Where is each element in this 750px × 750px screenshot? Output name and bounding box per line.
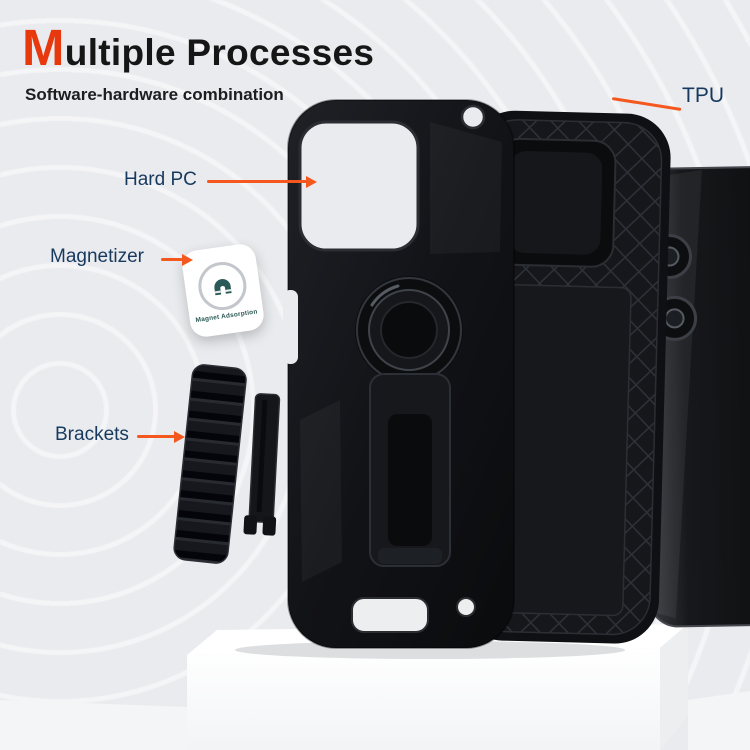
page-subtitle: Software-hardware combination — [25, 85, 284, 104]
hard-pc-shell-part — [283, 99, 515, 649]
header: Multiple Processes Software-hardware com… — [22, 18, 374, 105]
callout-tpu: TPU — [682, 84, 724, 107]
title-rest: ultiple Processes — [64, 32, 375, 73]
magnet-badge: Magnet Adsorption — [180, 242, 266, 339]
callout-hard-pc: Hard PC — [124, 169, 197, 190]
kickstand-ring — [355, 276, 463, 384]
brackets-arrow — [137, 435, 175, 438]
magnet-badge-label: Magnet Adsorption — [195, 307, 258, 324]
bracket-large-part — [173, 364, 247, 564]
callout-magnetizer: Magnetizer — [50, 246, 144, 267]
hard-pc-arrow — [207, 180, 307, 183]
pedestal — [0, 624, 750, 750]
title-initial: M — [22, 19, 65, 76]
magnet-ring — [195, 258, 250, 313]
bracket-small-part — [243, 393, 281, 536]
page-title: Multiple Processes — [22, 18, 374, 77]
magnet-icon — [214, 278, 232, 295]
callout-brackets: Brackets — [55, 424, 129, 445]
kickstand-leg — [369, 373, 451, 567]
magnetizer-arrow — [161, 258, 183, 261]
